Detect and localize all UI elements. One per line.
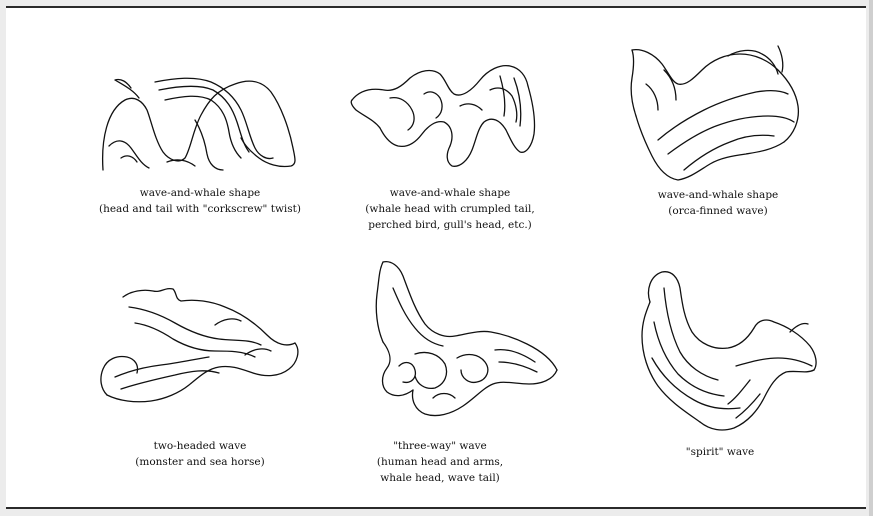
page-edge [869, 0, 873, 516]
orca-finned-wave-drawing [628, 44, 808, 184]
figure-1-caption: wave-and-whale shape (head and tail with… [75, 185, 325, 217]
caption-line: perched bird, gull's head, etc.) [325, 217, 575, 233]
caption-line: wave-and-whale shape [593, 187, 843, 203]
two-headed-wave-drawing [95, 285, 305, 410]
caption-line: "spirit" wave [595, 444, 845, 460]
spirit-wave-drawing [640, 262, 820, 432]
caption-line: whale head, wave tail) [315, 470, 565, 486]
figure-4-caption: two-headed wave (monster and sea horse) [75, 438, 325, 470]
caption-line: (monster and sea horse) [75, 454, 325, 470]
caption-line: wave-and-whale shape [325, 185, 575, 201]
figure-3-caption: wave-and-whale shape (orca-finned wave) [593, 187, 843, 219]
corkscrew-wave-whale-drawing [95, 60, 305, 180]
figure-5-caption: "three-way" wave (human head and arms, w… [315, 438, 565, 486]
three-way-wave-drawing [375, 258, 560, 428]
crumpled-tail-whale-drawing [350, 50, 550, 180]
caption-line: wave-and-whale shape [75, 185, 325, 201]
figure-6-caption: "spirit" wave [595, 444, 845, 460]
caption-line: (whale head with crumpled tail, [325, 201, 575, 217]
caption-line: (human head and arms, [315, 454, 565, 470]
caption-line: (head and tail with "corkscrew" twist) [75, 201, 325, 217]
figure-2-caption: wave-and-whale shape (whale head with cr… [325, 185, 575, 233]
caption-line: (orca-finned wave) [593, 203, 843, 219]
caption-line: "three-way" wave [315, 438, 565, 454]
caption-line: two-headed wave [75, 438, 325, 454]
